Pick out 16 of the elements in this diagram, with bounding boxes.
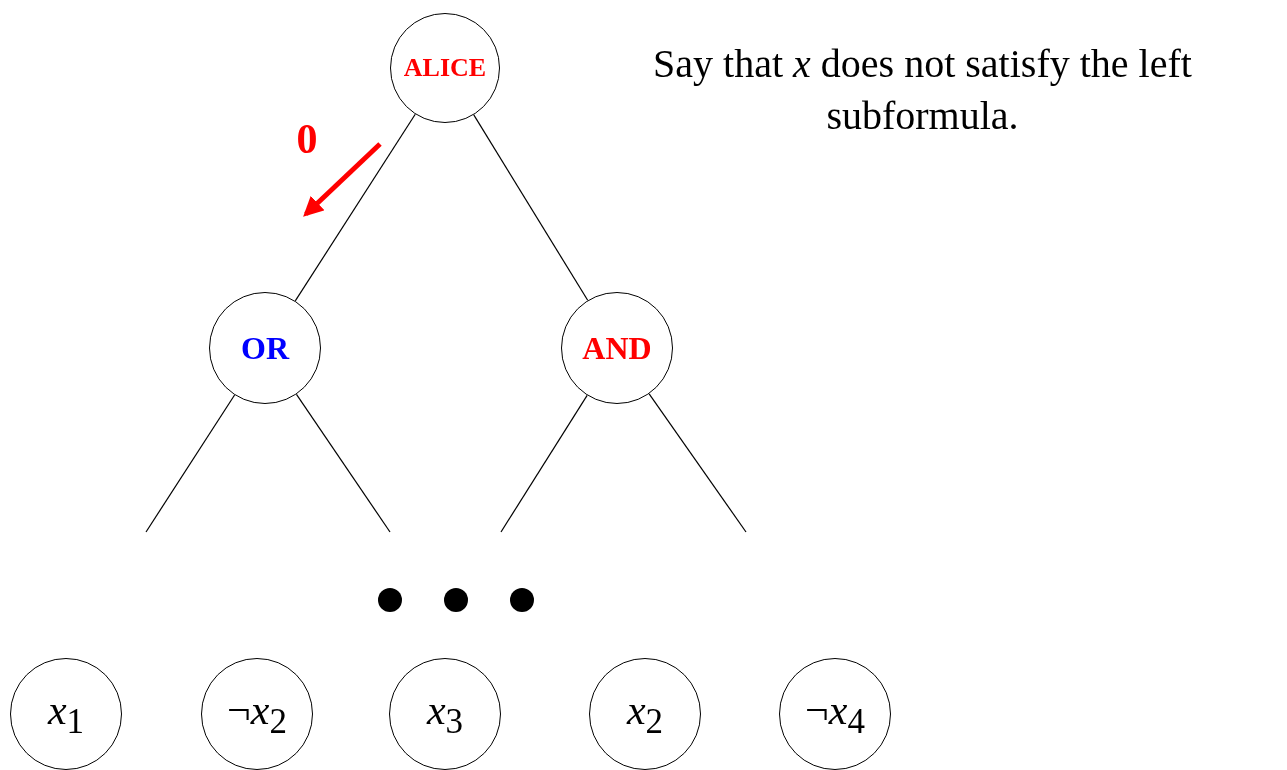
tree-branch [500,394,588,533]
node-label: ¬x$_{4}$ [805,685,865,743]
tree-branch [145,394,236,533]
node-label: x$_{3}$ [426,685,464,743]
tree-branch [648,393,747,533]
node-label: OR [241,329,289,367]
tree-branch [473,114,589,301]
node-label: x$_{1}$ [47,685,85,743]
node-label: AND [582,329,652,367]
value-label: 0 [295,115,319,164]
tree-branch [295,393,391,533]
node-label: ¬x$_{2}$ [227,685,287,743]
note-text: Say that x does not satisfy the left subformula. [652,40,1193,140]
node-label: ALICE [403,53,487,83]
tree-branch [294,113,416,302]
node-label: x$_{2}$ [626,685,664,743]
